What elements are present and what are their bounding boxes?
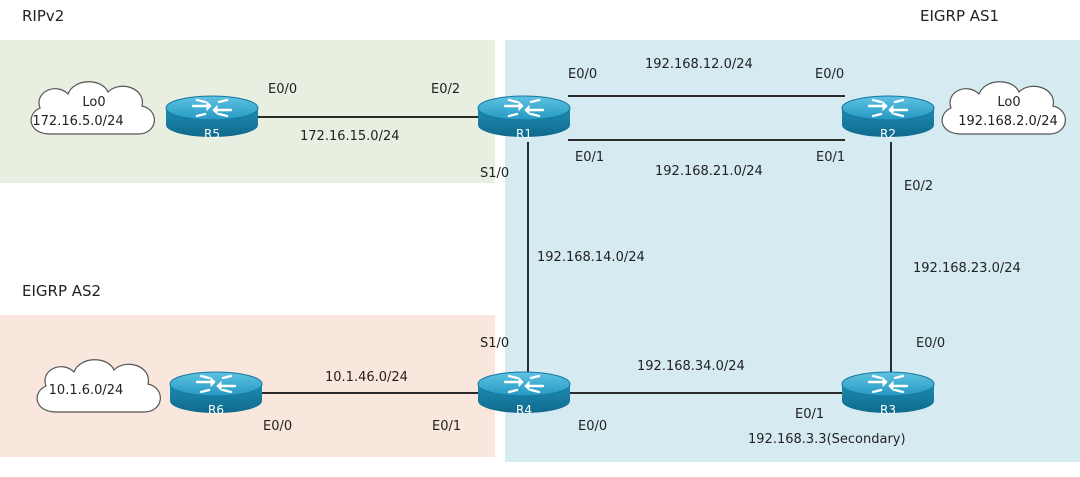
net-r2-r3: 192.168.23.0/24	[913, 261, 1021, 276]
router-r2-label: R2	[880, 127, 896, 141]
zone-title-rip: RIPv2	[22, 7, 64, 25]
router-r5[interactable]: R5	[164, 94, 260, 141]
cloud-r6-network: 10.1.6.0/24	[36, 359, 161, 413]
router-r5-label: R5	[204, 127, 220, 141]
if-r4-s10: S1/0	[480, 336, 509, 351]
if-r4-e01: E0/1	[432, 419, 461, 434]
if-r2-e01: E0/1	[816, 150, 845, 165]
if-r1-e01: E0/1	[575, 150, 604, 165]
if-r5-e00: E0/0	[268, 82, 297, 97]
cloud-r5-line2: 172.16.5.0/24	[32, 114, 123, 129]
cloud-r2-line2: 192.168.2.0/24	[958, 114, 1058, 129]
if-r6-e00: E0/0	[263, 419, 292, 434]
net-r1-r2-a: 192.168.12.0/24	[645, 57, 753, 72]
cloud-r6-line1: 10.1.6.0/24	[49, 383, 124, 398]
router-r4[interactable]: R4	[476, 370, 572, 417]
if-r1-e00: E0/0	[568, 67, 597, 82]
if-r1-s10: S1/0	[480, 166, 509, 181]
net-r1-r4: 192.168.14.0/24	[537, 250, 645, 265]
net-r6-r4: 10.1.46.0/24	[325, 370, 408, 385]
net-r1-r2-b: 192.168.21.0/24	[655, 164, 763, 179]
router-r1-label: R1	[516, 127, 532, 141]
router-r6[interactable]: R6	[168, 370, 264, 417]
router-r3[interactable]: R3	[840, 370, 936, 417]
cloud-r5-loopback: Lo0 172.16.5.0/24	[30, 81, 155, 135]
router-r2[interactable]: R2	[840, 94, 936, 141]
router-r3-label: R3	[880, 403, 896, 417]
zone-title-eigrp-as1: EIGRP AS1	[920, 7, 999, 25]
if-r1-e02: E0/2	[431, 82, 460, 97]
if-r3-e01: E0/1	[795, 407, 824, 422]
if-r2-e00: E0/0	[815, 67, 844, 82]
net-r4-r3: 192.168.34.0/24	[637, 359, 745, 374]
router-r1[interactable]: R1	[476, 94, 572, 141]
zone-title-eigrp-as2: EIGRP AS2	[22, 282, 101, 300]
if-r4-e00: E0/0	[578, 419, 607, 434]
if-r2-e02: E0/2	[904, 179, 933, 194]
cloud-r2-loopback: Lo0 192.168.2.0/24	[941, 81, 1066, 135]
if-r3-e00: E0/0	[916, 336, 945, 351]
net-r5-r1: 172.16.15.0/24	[300, 129, 400, 144]
r3-secondary-address: 192.168.3.3(Secondary)	[748, 432, 906, 447]
router-r4-label: R4	[516, 403, 532, 417]
cloud-r2-line1: Lo0	[997, 95, 1020, 110]
cloud-r5-line1: Lo0	[82, 95, 105, 110]
router-r6-label: R6	[208, 403, 224, 417]
